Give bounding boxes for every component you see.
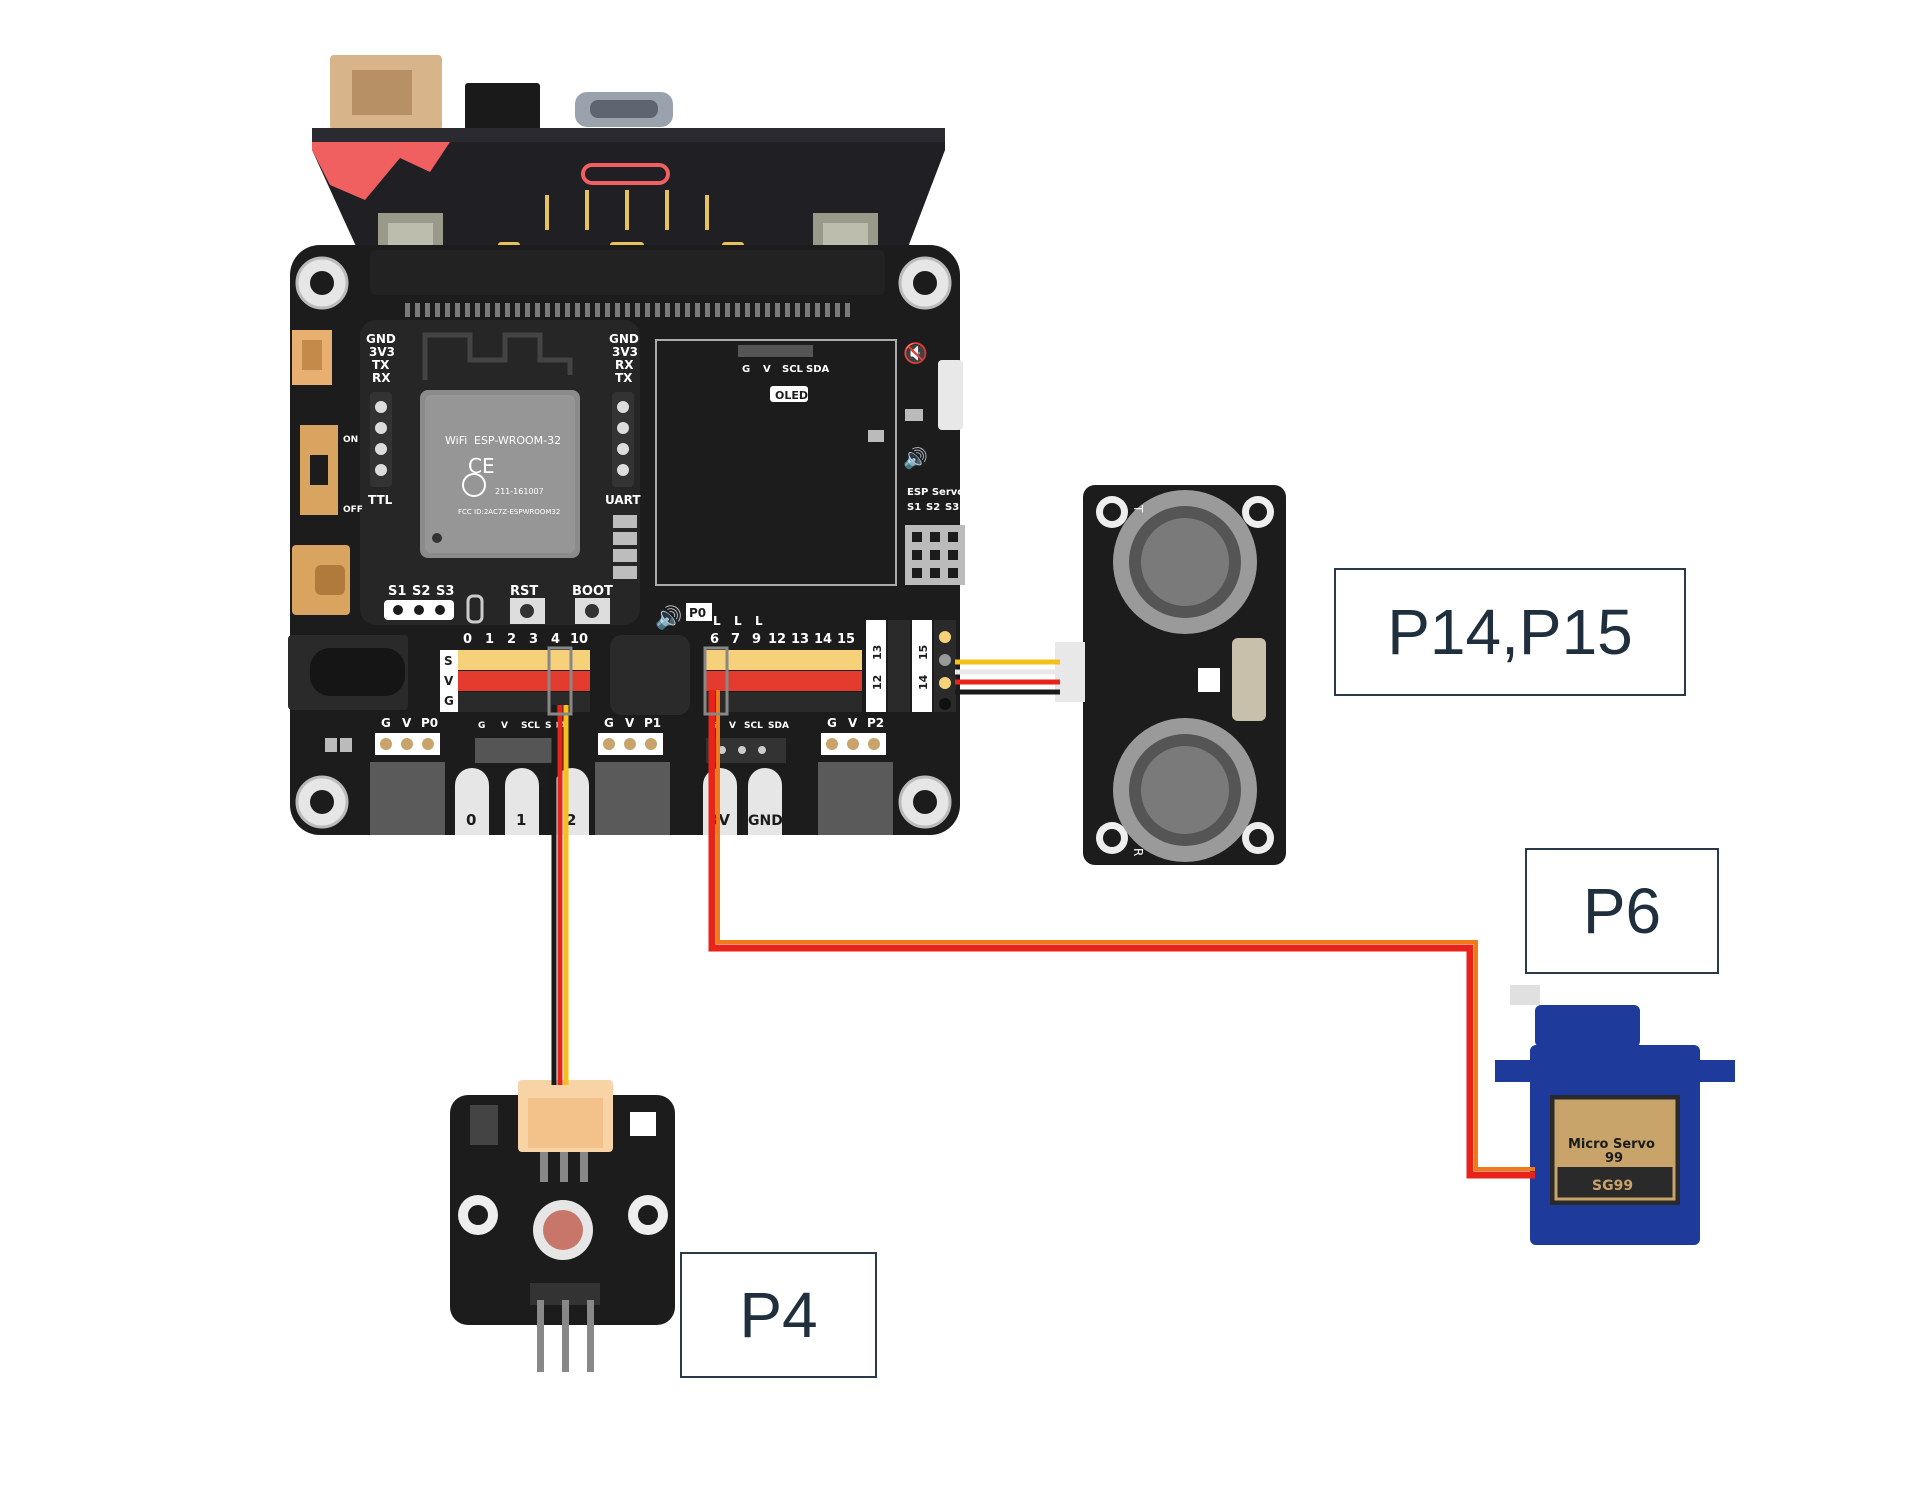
header-c-p2: P2 <box>867 716 884 730</box>
light-sensor <box>450 1080 675 1372</box>
oled-pin-v: V <box>763 364 771 375</box>
header-a-p0: P0 <box>421 716 438 730</box>
servo-pin-label: P6 <box>1525 848 1719 974</box>
l-mark-0: L <box>713 614 721 628</box>
left-pin-4: 4 <box>551 632 560 647</box>
header-a-v: V <box>402 716 412 730</box>
s2-label: S2 <box>412 584 430 599</box>
s3-label: S3 <box>436 584 454 599</box>
p0-badge: P0 <box>689 606 706 620</box>
uart-label: UART <box>605 493 641 507</box>
header-b-v: V <box>625 716 635 730</box>
right-header-label-3: TX <box>615 371 633 385</box>
wifi-label: WiFi <box>445 434 467 447</box>
right-pin-14: 14 <box>814 632 832 647</box>
oled-pin-scl: SCL <box>782 364 804 375</box>
buzzer-icon: 🔊 <box>655 604 682 631</box>
expansion-board: WiFi ESP-WROOM-32 CE 211-161007 FCC ID:2… <box>288 245 965 835</box>
left-header-label-3: RX <box>372 371 391 385</box>
cert-number: 211-161007 <box>495 487 544 496</box>
l-mark-1: L <box>734 614 742 628</box>
right-header-label-1: 3V3 <box>612 345 638 359</box>
header-b-p1: P1 <box>644 716 661 730</box>
on-label: ON <box>343 435 358 445</box>
off-label: OFF <box>343 505 363 515</box>
ultrasonic-sensor: T R <box>1055 485 1286 865</box>
right-header-label-2: RX <box>615 358 634 372</box>
slide-switch <box>938 360 963 430</box>
right-pin-7: 7 <box>731 632 740 647</box>
mute-icon: 🔇 <box>903 341 928 365</box>
i2c-a-v: V <box>501 721 508 731</box>
header-c-v: V <box>848 716 858 730</box>
header-c-g: G <box>827 716 837 730</box>
side-pin-13: 13 <box>871 645 884 660</box>
side-pin-12: 12 <box>871 675 884 690</box>
right-pin-15: 15 <box>837 632 855 647</box>
header-a-g: G <box>381 716 391 730</box>
oled-pin-sda: SDA <box>806 364 830 375</box>
edge-pad-0: 0 <box>466 811 476 829</box>
s1-label: S1 <box>388 584 406 599</box>
ttl-label: TTL <box>368 493 393 507</box>
light-sensor-pin-label: P4 <box>680 1252 877 1378</box>
oled-label: OLED <box>775 389 808 402</box>
speaker-icon: 🔊 <box>903 446 928 470</box>
left-pin-2: 2 <box>507 632 516 647</box>
module-name: ESP-WROOM-32 <box>474 434 561 447</box>
i2c-a-scl: SCL <box>521 721 540 731</box>
micro-servo: Micro Servo 99 SG99 <box>1495 985 1735 1245</box>
header-b-g: G <box>604 716 614 730</box>
ultrasonic-r-label: R <box>1131 848 1145 856</box>
servo-line2: 99 <box>1605 1151 1623 1166</box>
left-header-label-1: 3V3 <box>369 345 395 359</box>
boot-label: BOOT <box>572 584 613 599</box>
row-letter-v: V <box>444 674 454 688</box>
i2c-b-sda: SDA <box>768 721 789 731</box>
right-pin-9: 9 <box>752 632 761 647</box>
esp-servo-label: ESP Servo <box>907 487 964 498</box>
i2c-b-scl: SCL <box>744 721 763 731</box>
buzzer <box>610 635 690 715</box>
wires <box>551 659 1535 1179</box>
right-pin-6: 6 <box>710 632 719 647</box>
l-mark-2: L <box>755 614 763 628</box>
left-pin-1: 1 <box>485 632 494 647</box>
rst-label: RST <box>510 584 538 599</box>
fcc-id: FCC ID:2AC7Z-ESPWROOM32 <box>458 508 560 516</box>
left-header-label-2: TX <box>372 358 390 372</box>
edge-pad-1: 1 <box>516 811 526 829</box>
ultrasonic-pin-label: P14,P15 <box>1334 568 1686 696</box>
oled-pin-g: G <box>742 364 750 375</box>
ultrasonic-t-label: T <box>1131 504 1145 513</box>
edge-pad-gnd: GND <box>748 813 783 829</box>
right-header-label-0: GND <box>609 332 639 346</box>
left-pin-0: 0 <box>463 632 472 647</box>
left-header-label-0: GND <box>366 332 396 346</box>
esp-servo-pin-s3: S3 <box>945 502 959 513</box>
side-pin-15: 15 <box>917 645 930 660</box>
right-pin-13: 13 <box>791 632 809 647</box>
edge-pad-2: 2 <box>566 811 576 829</box>
servo-model: SG99 <box>1592 1178 1633 1194</box>
left-pin-3: 3 <box>529 632 538 647</box>
microbit <box>312 55 945 261</box>
right-pin-12: 12 <box>768 632 786 647</box>
i2c-a-g: G <box>478 721 485 731</box>
i2c-b-v: V <box>729 721 736 731</box>
row-letter-s: S <box>444 654 453 668</box>
row-letter-g: G <box>444 694 454 708</box>
esp-servo-pin-s2: S2 <box>926 502 940 513</box>
left-pin-10: 10 <box>570 632 588 647</box>
pin-highlights <box>547 646 729 716</box>
esp-servo-pin-s1: S1 <box>907 502 921 513</box>
servo-line1: Micro Servo <box>1568 1137 1655 1152</box>
side-pin-14: 14 <box>917 674 930 690</box>
